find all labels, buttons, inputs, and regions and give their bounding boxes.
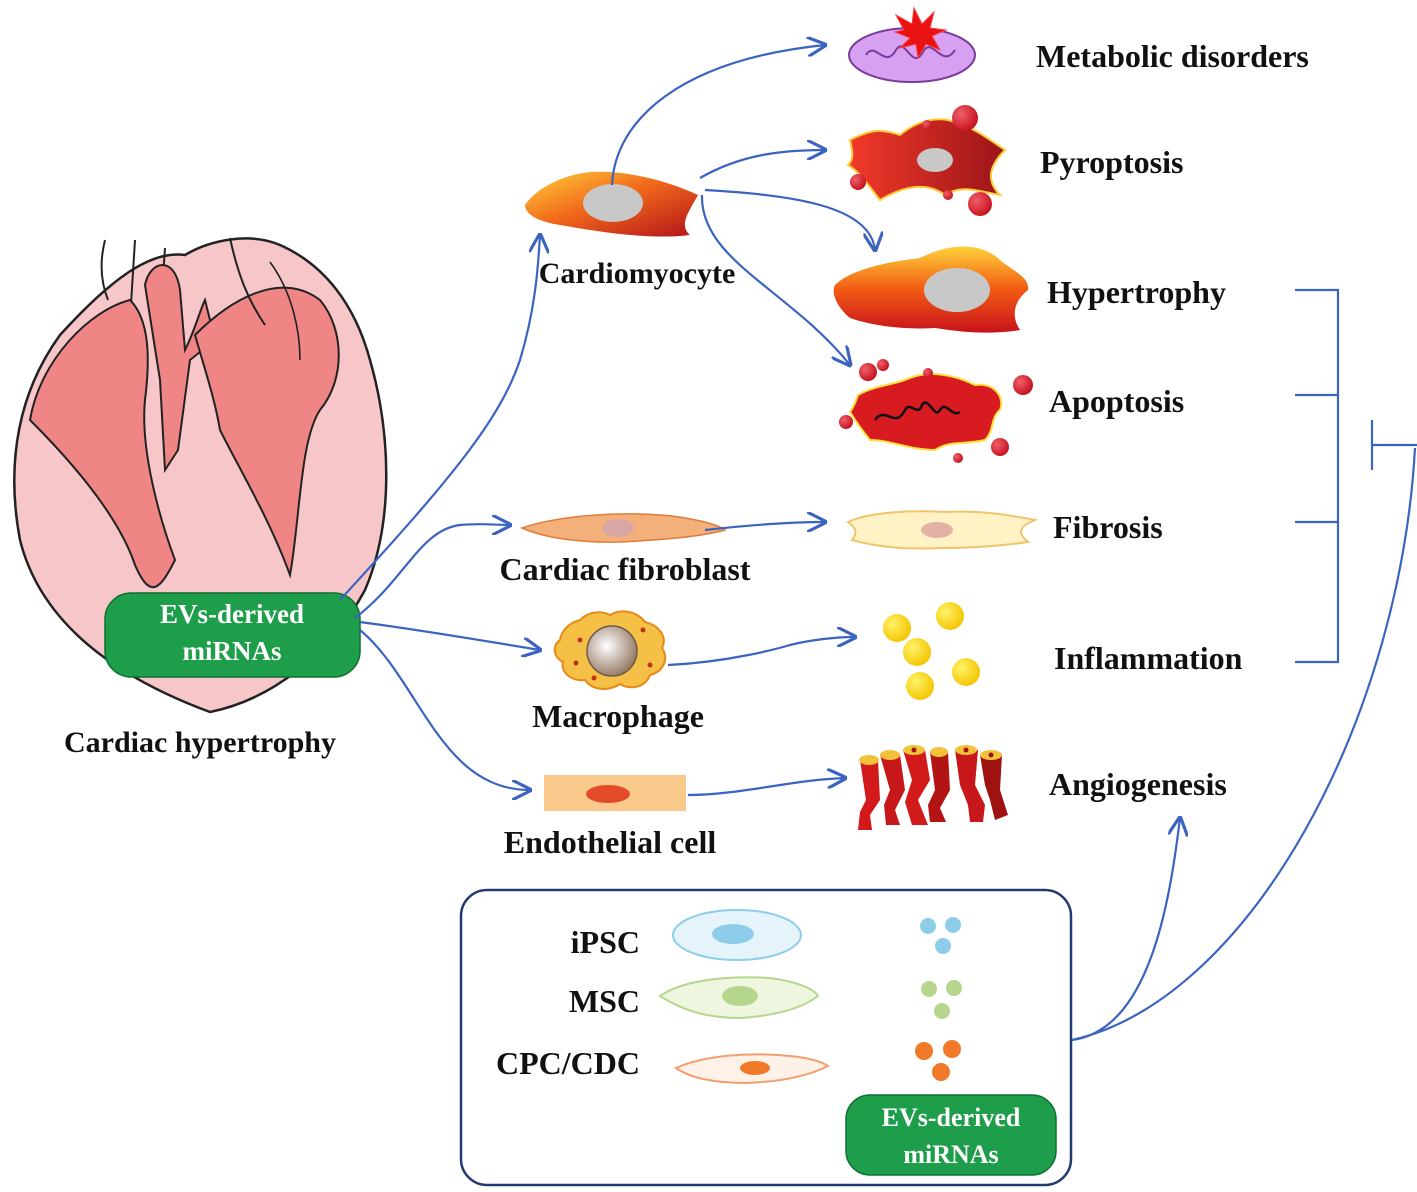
metabolic-disorders-label: Metabolic disorders: [1036, 38, 1309, 74]
angiogenesis-vessels: [858, 745, 1008, 830]
fibroblast-arrow: [704, 522, 825, 530]
heart-label: Cardiac hypertrophy: [64, 726, 336, 759]
ev-badge-line2: miRNAs: [183, 636, 282, 666]
source-label-ipsc: iPSC: [571, 924, 640, 960]
apoptosis-label: Apoptosis: [1049, 383, 1184, 419]
ev-badge-line1: EVs-derived: [160, 599, 304, 629]
mitochondrion-icon: [848, 6, 976, 83]
source-label-cpc: CPC/CDC: [496, 1045, 640, 1081]
box-badge-line1: EVs-derived: [882, 1103, 1021, 1132]
fibrosis-label: Fibrosis: [1053, 509, 1163, 545]
endothelial-arrow: [687, 778, 845, 797]
inflammation-label: Inflammation: [1054, 640, 1243, 676]
msc-ev-dots: [921, 980, 962, 1019]
fibroblast-cell: [519, 513, 727, 543]
endothelial-cell: [544, 775, 686, 811]
hypertrophy-cell: [833, 246, 1029, 333]
pyroptosis-label: Pyroptosis: [1040, 144, 1183, 180]
pyroptosis-cell: [846, 105, 1007, 216]
inhibition-symbol: [1370, 420, 1417, 470]
ev-mirna-badge-heart: EVs-derived miRNAs: [104, 592, 361, 678]
source-label-msc: MSC: [569, 983, 640, 1019]
cpc-ev-dots: [915, 1040, 961, 1081]
ipsc-cell: [672, 909, 802, 961]
macrophage-arrow: [667, 637, 855, 667]
msc-cell: [658, 976, 820, 1020]
inflammation-cytokines: [883, 602, 980, 700]
cardiomyocyte-cell: [525, 171, 698, 237]
angiogenesis-label: Angiogenesis: [1049, 766, 1227, 802]
box-badge-line2: miRNAs: [903, 1140, 998, 1169]
outcome-bracket: [1295, 288, 1340, 664]
heart-arrows: [339, 235, 540, 790]
macrophage-cell: [553, 610, 667, 690]
endothelial-label: Endothelial cell: [504, 824, 717, 860]
hypertrophy-label: Hypertrophy: [1047, 274, 1226, 310]
ev-mirna-badge-box: EVs-derived miRNAs: [845, 1094, 1057, 1176]
apoptosis-cell: [839, 359, 1033, 463]
fibrosis-cell: [846, 510, 1039, 550]
cardiomyocyte-arrows: [610, 45, 875, 365]
cardiomyocyte-label: Cardiomyocyte: [539, 257, 736, 290]
fibroblast-label: Cardiac fibroblast: [500, 551, 751, 587]
therapy-arrows: [1071, 447, 1417, 1042]
cpc-cell: [673, 1053, 830, 1085]
macrophage-label: Macrophage: [532, 698, 704, 734]
ipsc-ev-dots: [920, 917, 961, 954]
